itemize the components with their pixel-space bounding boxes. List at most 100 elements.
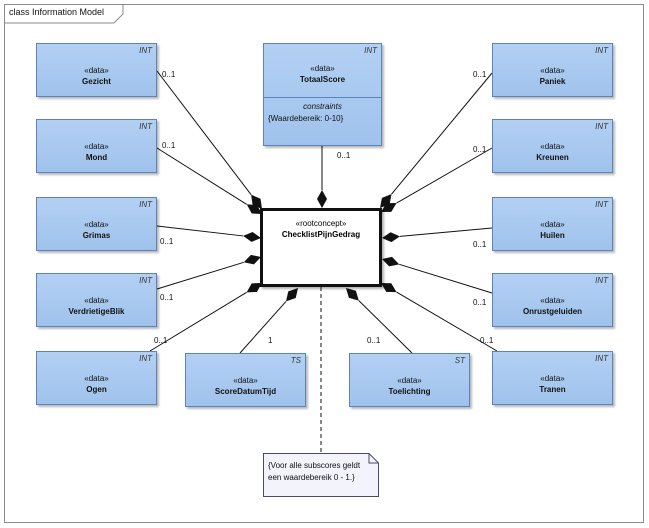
type-tag: INT	[139, 200, 152, 209]
diagram-frame-tab: class Information Model	[5, 5, 124, 24]
class-name: Huilen	[540, 231, 565, 240]
type-tag: ST	[454, 356, 465, 365]
composition-diamond-onrust	[382, 256, 400, 267]
class-gezicht[interactable]: INT «data» Gezicht	[36, 43, 157, 97]
multiplicity-mond: 0..1	[162, 141, 176, 150]
class-name: Gezicht	[82, 77, 111, 86]
composition-diamond-huilen	[382, 232, 400, 243]
association-line-grimas	[156, 225, 244, 237]
association-line-verdriet	[156, 261, 244, 290]
stereotype-label: «data»	[540, 374, 565, 383]
type-tag: INT	[595, 354, 608, 363]
stereotype-label: «data»	[310, 64, 335, 73]
class-name: Mond	[85, 153, 108, 162]
multiplicity-verdrietigeblik: 0..1	[160, 293, 174, 302]
association-line-score	[239, 301, 287, 354]
class-onrustgeluiden[interactable]: INT «data» Onrustgeluiden	[492, 273, 613, 327]
class-name: ScoreDatumTijd	[214, 387, 277, 396]
class-name: VerdrietigeBlik	[68, 307, 125, 316]
type-tag: INT	[139, 122, 152, 131]
class-checklistpijngedrag[interactable]: «rootconcept» ChecklistPijnGedrag	[260, 208, 382, 287]
stereotype-label: «data»	[84, 66, 109, 75]
diagram-title: class Information Model	[9, 7, 105, 17]
class-paniek[interactable]: INT «data» Paniek	[492, 43, 613, 97]
class-kreunen[interactable]: INT «data» Kreunen	[492, 119, 613, 173]
composition-diamond-grimas	[243, 232, 261, 242]
class-name: Ogen	[86, 385, 107, 394]
class-name: Grimas	[82, 231, 111, 240]
stereotype-label: «data»	[397, 376, 422, 385]
class-ogen[interactable]: INT «data» Ogen	[36, 351, 157, 405]
association-line-paniek	[391, 72, 493, 195]
stereotype-label: «rootconcept»	[295, 219, 347, 228]
class-name: Kreunen	[536, 153, 569, 162]
multiplicity-tranen: 0..1	[480, 336, 494, 345]
compartment-divider	[264, 97, 381, 98]
type-tag: INT	[595, 276, 608, 285]
class-name: ChecklistPijnGedrag	[281, 230, 361, 239]
type-tag: INT	[139, 276, 152, 285]
stereotype-label: «data»	[84, 220, 109, 229]
class-name: Paniek	[539, 77, 566, 86]
class-huilen[interactable]: INT «data» Huilen	[492, 197, 613, 251]
type-tag: TS	[290, 356, 301, 365]
multiplicity-grimas: 0..1	[160, 237, 174, 246]
stereotype-label: «data»	[84, 374, 109, 383]
class-name: Toelichting	[388, 387, 431, 396]
stereotype-label: «data»	[540, 220, 565, 229]
note-text: {Voor alle subscores geldt een waardeber…	[268, 460, 376, 484]
class-scoredatumtijd[interactable]: TS «data» ScoreDatumTijd	[185, 353, 306, 407]
multiplicity-totaalscore: 0..1	[337, 151, 351, 160]
association-line-huilen	[399, 227, 493, 237]
stereotype-label: «data»	[540, 66, 565, 75]
type-tag: INT	[595, 122, 608, 131]
multiplicity-huilen: 0..1	[473, 240, 487, 249]
stereotype-label: «data»	[540, 296, 565, 305]
composition-diamond-score	[286, 288, 298, 302]
constraint-note: {Voor alle subscores geldt een waardeber…	[263, 453, 379, 497]
class-name: Tranen	[539, 385, 566, 394]
association-line-mond	[156, 147, 248, 205]
association-line-gezicht	[156, 70, 252, 195]
stereotype-label: «data»	[84, 296, 109, 305]
composition-diamond-mond	[246, 204, 262, 214]
constraints-heading: constraints	[303, 102, 342, 111]
association-line-tranen	[396, 291, 498, 352]
type-tag: INT	[595, 46, 608, 55]
composition-diamond-kreunen	[381, 203, 397, 212]
association-line-toelichting	[358, 300, 413, 354]
multiplicity-toelichting: 0..1	[367, 336, 381, 345]
class-toelichting[interactable]: ST «data» Toelichting	[349, 353, 470, 407]
multiplicity-kreunen: 0..1	[473, 145, 487, 154]
type-tag: INT	[364, 46, 377, 55]
multiplicity-scoredatumtijd: 1	[268, 336, 273, 345]
composition-diamond-ogen	[246, 283, 262, 293]
class-name: TotaalScore	[299, 75, 346, 84]
class-tranen[interactable]: INT «data» Tranen	[492, 351, 613, 405]
stereotype-label: «data»	[540, 142, 565, 151]
composition-diamond-toelichting	[346, 288, 359, 301]
multiplicity-paniek: 0..1	[473, 70, 487, 79]
multiplicity-gezicht: 0..1	[162, 70, 176, 79]
composition-diamond-totaal	[317, 190, 327, 208]
type-tag: INT	[139, 354, 152, 363]
composition-diamond-gezicht	[251, 194, 262, 209]
class-totaalscore[interactable]: INT «data» TotaalScore constraints {Waar…	[263, 43, 382, 146]
class-verdrietigeblik[interactable]: INT «data» VerdrietigeBlik	[36, 273, 157, 327]
type-tag: INT	[595, 200, 608, 209]
note-line-1: {Voor alle subscores geldt	[268, 461, 361, 470]
association-line-kreunen	[396, 147, 493, 204]
association-line-ogen	[149, 291, 247, 352]
composition-diamond-tranen	[381, 283, 397, 293]
stereotype-label: «data»	[233, 376, 258, 385]
type-tag: INT	[139, 46, 152, 55]
class-grimas[interactable]: INT «data» Grimas	[36, 197, 157, 251]
association-line-onrust	[399, 263, 493, 294]
class-name: Onrustgeluiden	[522, 307, 583, 316]
multiplicity-onrustgeluiden: 0..1	[473, 298, 487, 307]
multiplicity-ogen: 0..1	[154, 336, 168, 345]
composition-diamond-verdriet	[243, 254, 261, 265]
class-mond[interactable]: INT «data» Mond	[36, 119, 157, 173]
constraint-value: {Waardebereik: 0-10}	[268, 114, 344, 123]
